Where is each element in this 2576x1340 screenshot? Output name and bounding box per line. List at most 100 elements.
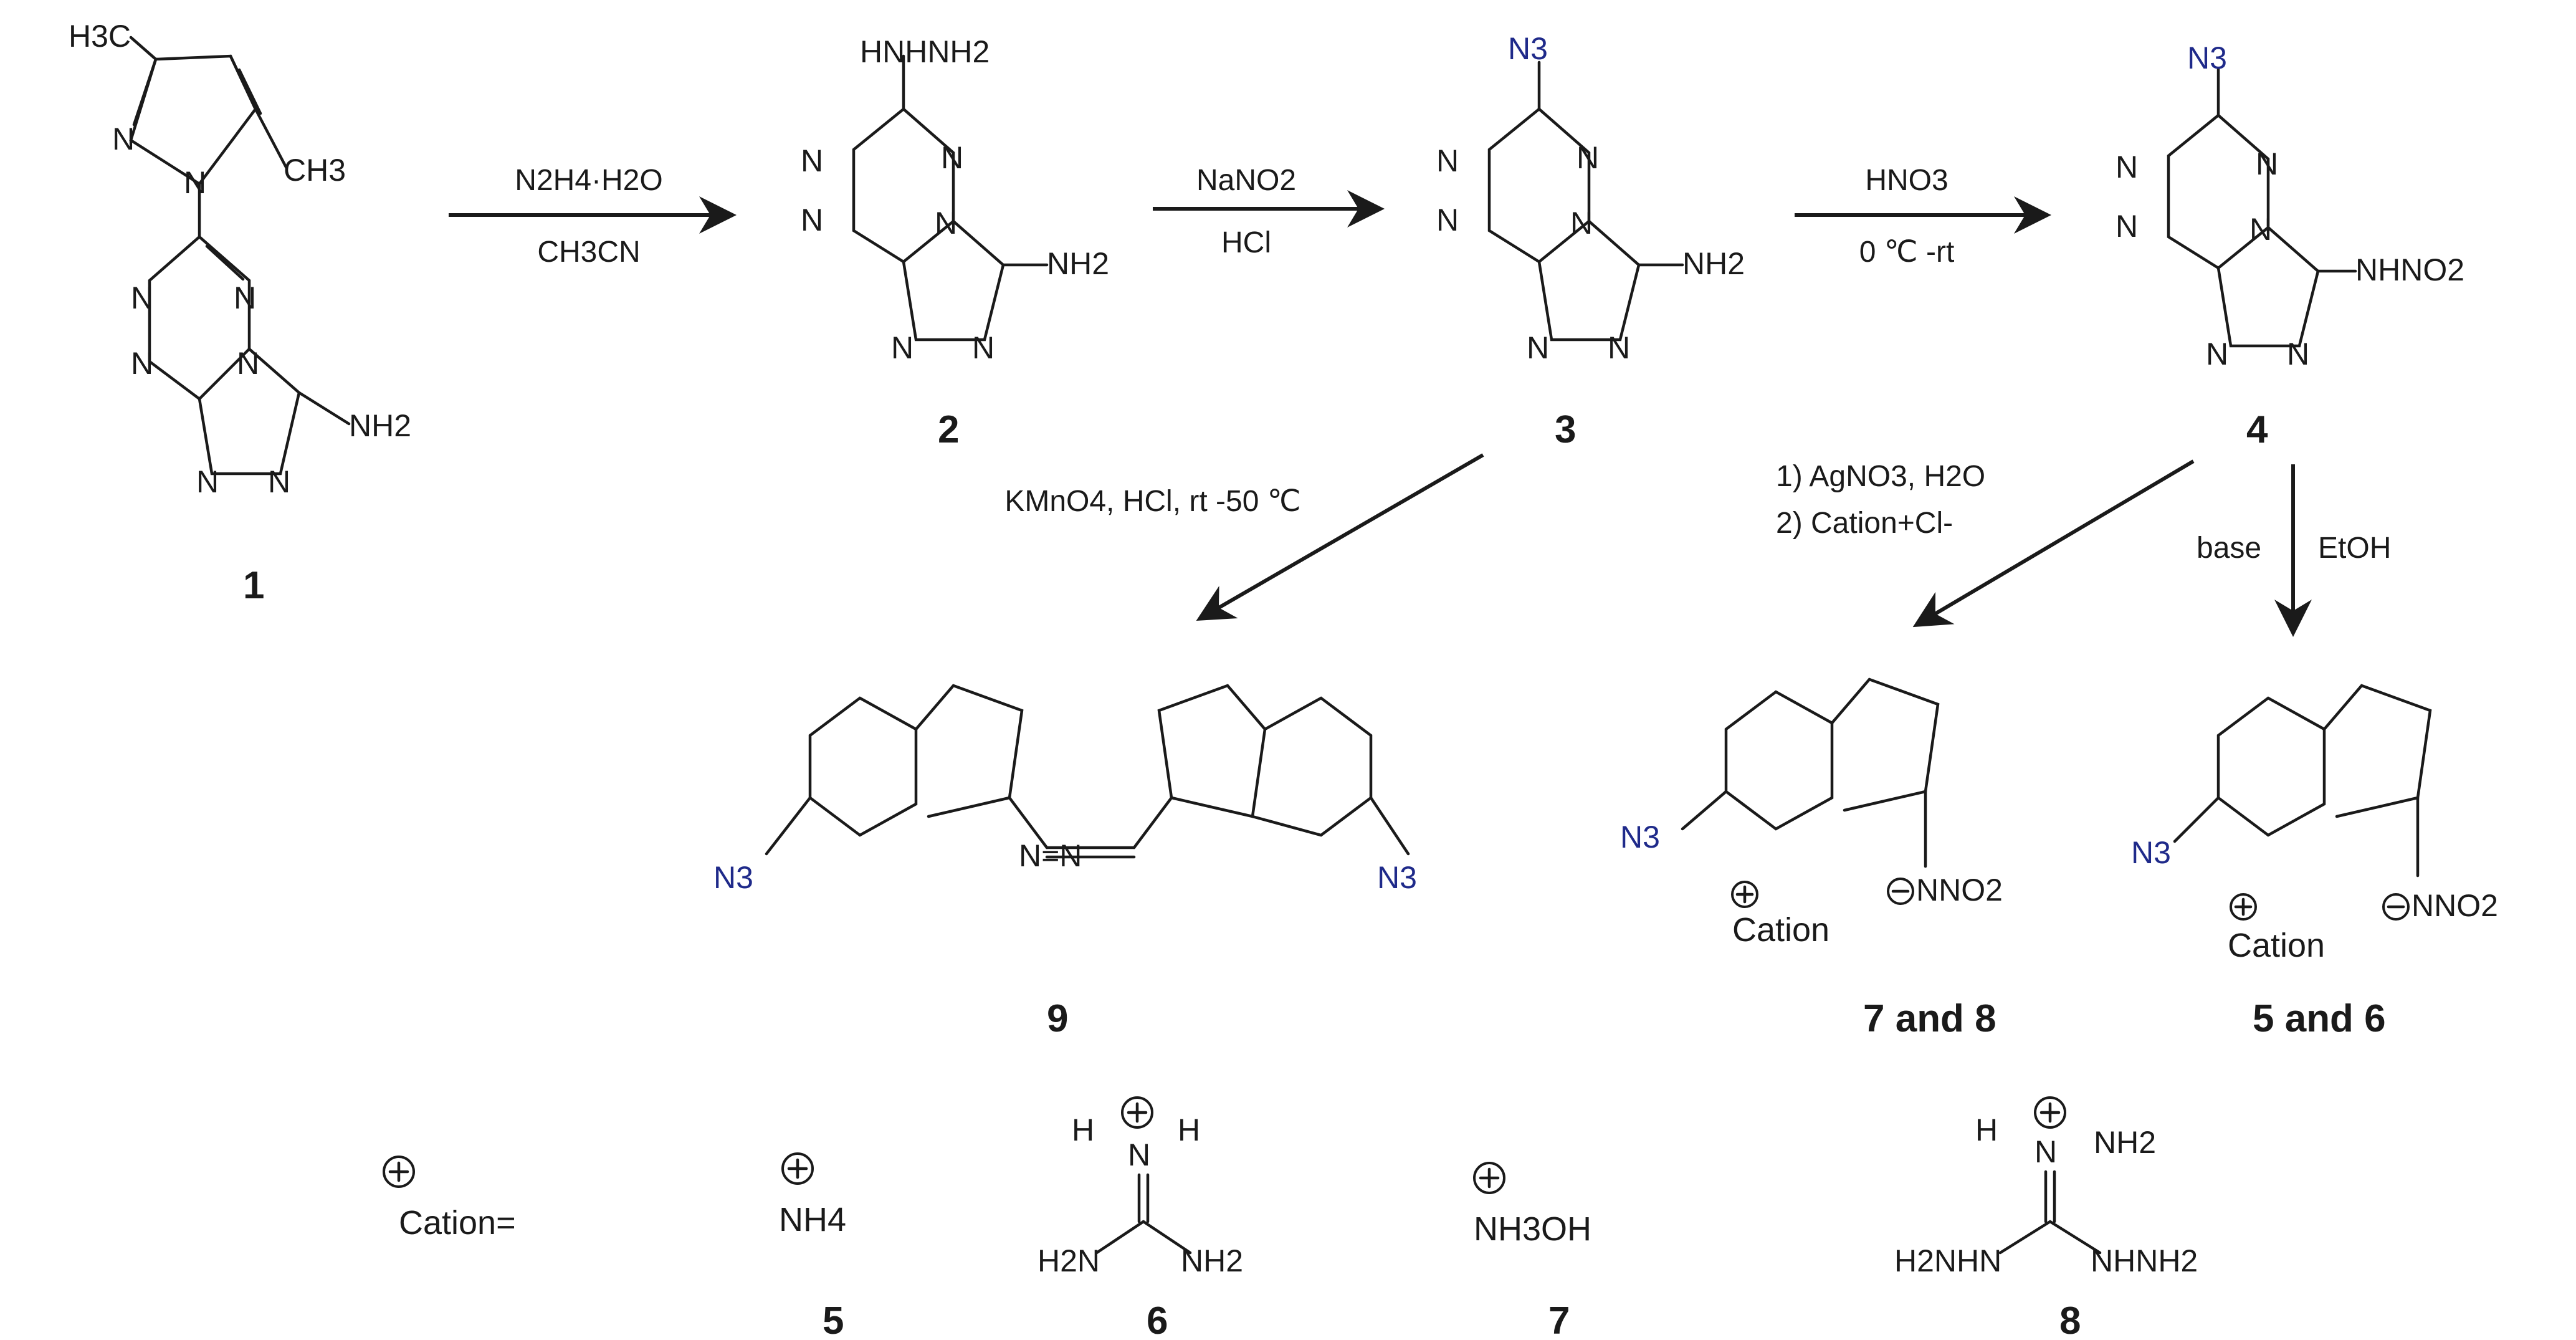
atom-nh2: NH2 [1181,1243,1243,1278]
negative-charge-icon [1887,878,1914,905]
reagent-r2-bottom: HCl [1221,226,1271,259]
atom-nno2: NNO2 [2411,888,2498,923]
atom-n: N [2249,212,2272,247]
atom-n: N [184,165,206,200]
atom-n: N [1577,140,1599,175]
cation-6-structure: H N H H2N NH2 [1038,1096,1243,1278]
atom-n: N [112,122,135,156]
cation-8-structure: H N NH2 H2NHN NHNH2 [1894,1096,2198,1278]
atom-n: N [1608,330,1630,365]
reagent-r1-bottom: CH3CN [537,236,640,269]
compound-9-structure: N3 N3 N=N [713,684,1417,895]
positive-charge-icon [1473,1162,1505,1194]
atom-nhnh2: NHNH2 [2091,1243,2198,1278]
reagent-r3-bottom: 0 ℃ -rt [1859,236,1955,269]
positive-charge-icon [781,1152,814,1185]
reagent-r1-top: N2H4·H2O [515,164,662,197]
reagent-r6-left: base [2197,532,2261,565]
compound-3-number: 3 [1555,408,1576,451]
reagent-r4: KMnO4, HCl, rt -50 ℃ [1004,485,1300,518]
compound-7-number: 7 [1548,1299,1570,1340]
atom-n: N [2116,150,2138,184]
atom-nh2: NH2 [349,408,411,443]
atom-hydrazino: HNHNH2 [860,34,990,69]
atom-n: N [2256,146,2278,181]
compound-78-structure: N3 Cation NNO2 [1620,677,2003,949]
compound-8-number: 8 [2059,1299,2081,1340]
atom-n: N [1436,143,1459,178]
positive-charge-icon [1731,881,1758,908]
atom-azide: N3 [1377,860,1417,895]
reagent-r5-line1: 1) AgNO3, H2O [1776,460,1985,493]
atom-n: N [935,206,957,241]
positive-charge-icon [2230,893,2257,921]
atom-n: N [131,346,153,381]
compound-1-structure: H3C N N CH3 N N N N N N NH2 [69,19,411,499]
reagent-r5-line2: 2) Cation+Cl- [1776,507,1953,540]
reagent-r2-top: NaNO2 [1196,164,1296,197]
cation-7-formula: NH3OH [1474,1210,1591,1248]
compound-4-structure: N3 N N N N N N NHNO2 [2116,41,2464,371]
atom-n: N [131,280,153,315]
compound-56-number: 5 and 6 [2253,997,2386,1040]
negative-charge-icon [2382,893,2410,921]
cation-5-formula: NH4 [779,1201,846,1238]
atom-nno2: NNO2 [1916,873,2003,907]
compound-6-number: 6 [1147,1299,1168,1340]
atom-n: N [972,330,995,365]
atom-n: N [1128,1137,1150,1172]
atom-n: N [941,140,963,175]
atom-n: N [801,203,823,237]
compound-78-number: 7 and 8 [1863,997,1996,1040]
atom-h: H [1072,1113,1094,1147]
compound-2-number: 2 [938,408,959,451]
atom-n: N [1436,203,1459,237]
atom-nhno2: NHNO2 [2355,252,2464,287]
compound-2-structure: HNHNH2 N N N N N N NH2 [801,34,1109,365]
atom-azide: N3 [713,860,753,895]
atom-nh2: NH2 [1047,246,1109,281]
atom-n: N [2035,1134,2057,1169]
positive-charge-icon [2034,1096,2066,1129]
compound-4-number: 4 [2246,408,2268,451]
atom-n: N [1527,330,1549,365]
atom-n: N [2287,337,2309,371]
positive-charge-icon [383,1156,415,1188]
atom-azide: N3 [1620,820,1660,854]
atom-azo-n: N=N [1019,838,1082,873]
atom-n: N [268,464,290,499]
atom-n: N [237,346,259,381]
reaction-arrow-4 [1196,453,1484,621]
reagent-r3-top: HNO3 [1865,164,1948,197]
atom-ch3: H3C [69,19,131,54]
compound-9-number: 9 [1047,997,1068,1040]
cation-label: Cation [1732,911,1829,949]
atom-n: N [2116,209,2138,244]
atom-azide: N3 [2131,835,2171,870]
atom-n: N [801,143,823,178]
atom-azide: N3 [1508,31,1548,66]
atom-n: N [1570,206,1593,241]
atom-h: H [1178,1113,1200,1147]
compound-5-number: 5 [823,1299,844,1340]
compound-3-structure: N3 N N N N N N NH2 [1436,31,1745,365]
atom-h: H [1975,1113,1998,1147]
atom-n: N [196,464,219,499]
atom-ch3: CH3 [284,153,346,188]
cation-label: Cation [2228,927,2325,964]
positive-charge-icon [1121,1096,1153,1129]
cation-definition-label: Cation= [399,1204,516,1242]
atom-n: N [234,280,256,315]
atom-n: N [891,330,914,365]
atom-n: N [2206,337,2228,371]
atom-azide: N3 [2187,41,2227,75]
compound-56-structure: N3 Cation NNO2 [2131,684,2498,964]
atom-nh2: H2N [1038,1243,1100,1278]
atom-nh2: NH2 [2094,1125,2156,1160]
reagent-r6-right: EtOH [2318,532,2391,565]
reaction-arrow-5 [1912,459,2195,628]
compound-1-number: 1 [243,564,264,607]
atom-nh2: NH2 [1682,246,1745,281]
atom-nhnh2: H2NHN [1894,1243,2001,1278]
